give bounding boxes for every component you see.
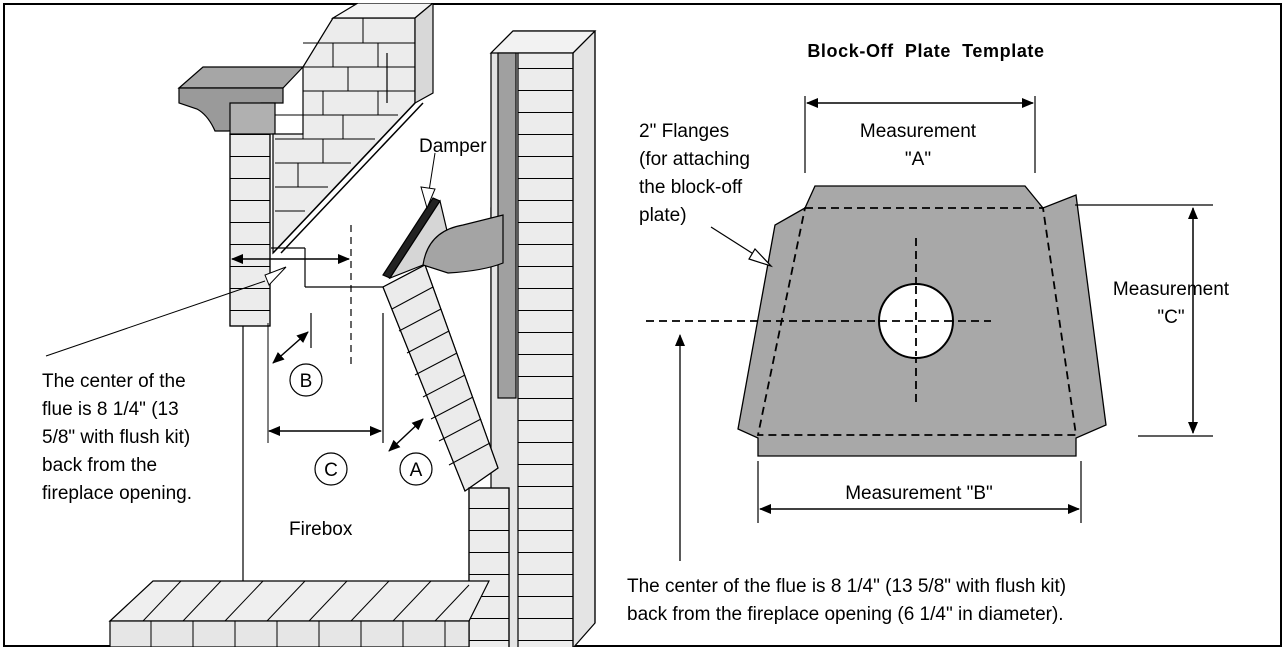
damper-label: Damper bbox=[419, 136, 487, 157]
flanges-line-4: plate) bbox=[639, 205, 687, 226]
smoke-chamber bbox=[272, 1, 435, 255]
outer-border bbox=[3, 3, 1282, 647]
diagram-frame: B C A Damper Firebox The center of the f… bbox=[3, 1, 1282, 649]
flanges-label: 2" Flanges (for attaching the block-off … bbox=[639, 121, 750, 226]
flue-note-line-4: back from the bbox=[42, 455, 157, 476]
marker-a: A bbox=[399, 452, 433, 486]
measurement-c-label: Measurement "C" bbox=[1113, 279, 1230, 328]
flanges-line-1: 2" Flanges bbox=[639, 121, 729, 142]
block-off-plate bbox=[646, 185, 1107, 457]
flue-note-line-5: fireplace opening. bbox=[42, 483, 192, 504]
flanges-line-3: the block-off bbox=[639, 177, 743, 198]
lower-brick-stack bbox=[468, 487, 510, 649]
dimension-b-arrow bbox=[272, 331, 309, 364]
measurement-a-line-2: "A" bbox=[905, 149, 931, 170]
hearth bbox=[108, 580, 490, 648]
marker-a-label: A bbox=[410, 460, 423, 481]
flanges-line-2: (for attaching bbox=[639, 149, 750, 170]
measurement-c-line-1: Measurement bbox=[1113, 279, 1230, 300]
flue-note-line-2: flue is 8 1/4" (13 bbox=[42, 399, 179, 420]
flue-note-line-3: 5/8" with flush kit) bbox=[42, 427, 190, 448]
front-brick-column bbox=[229, 133, 271, 327]
marker-b: B bbox=[289, 363, 323, 397]
fireplace-diagram: B C A Damper Firebox The center of the f… bbox=[3, 1, 1282, 649]
template-title: Block-Off Plate Template bbox=[807, 41, 1044, 61]
footer-note: The center of the flue is 8 1/4" (13 5/8… bbox=[627, 576, 1066, 625]
measurement-b-label: Measurement "B" bbox=[845, 483, 993, 504]
smoke-shelf bbox=[422, 214, 504, 274]
mantel bbox=[177, 66, 305, 135]
dimension-arrows bbox=[231, 254, 424, 452]
pointer-lines bbox=[45, 152, 436, 357]
fireplace-section: B C A bbox=[45, 1, 597, 649]
footer-note-line-2: back from the fireplace opening (6 1/4" … bbox=[627, 604, 1064, 625]
flue-note: The center of the flue is 8 1/4" (13 5/8… bbox=[42, 371, 192, 504]
template-dimensions bbox=[675, 96, 1213, 561]
footer-note-line-1: The center of the flue is 8 1/4" (13 5/8… bbox=[627, 576, 1066, 597]
marker-c-label: C bbox=[324, 460, 338, 481]
flue-hole bbox=[878, 283, 954, 359]
measurement-a-label: Measurement "A" bbox=[860, 121, 977, 170]
marker-b-label: B bbox=[300, 371, 313, 392]
dimension-a-arrow bbox=[388, 418, 424, 452]
firebox-label: Firebox bbox=[289, 519, 353, 540]
marker-c: C bbox=[314, 452, 348, 486]
flue-note-line-1: The center of the bbox=[42, 371, 186, 392]
measurement-c-line-2: "C" bbox=[1157, 307, 1184, 328]
measurement-a-line-1: Measurement bbox=[860, 121, 977, 142]
firebox-back-bricks bbox=[382, 264, 499, 492]
chimney-column bbox=[489, 30, 597, 649]
